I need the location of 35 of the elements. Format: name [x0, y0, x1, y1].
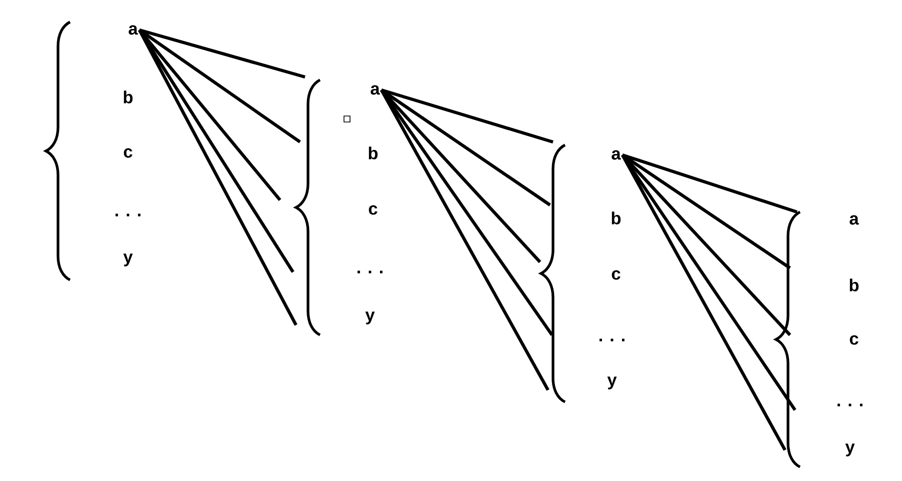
letter: a — [850, 215, 859, 225]
curly-brace — [44, 20, 71, 282]
line — [380, 88, 542, 264]
letter: c — [612, 270, 620, 280]
letter: a — [612, 150, 621, 160]
line — [380, 89, 550, 391]
line — [139, 28, 306, 79]
letter: b — [612, 212, 621, 224]
line — [380, 89, 554, 336]
line — [138, 28, 301, 144]
curly-brace — [540, 144, 566, 404]
line — [138, 29, 298, 326]
curly-brace — [774, 210, 801, 468]
line — [621, 154, 792, 336]
line — [380, 88, 551, 206]
letter: b — [368, 146, 378, 160]
letter: c — [850, 335, 858, 345]
line — [138, 28, 282, 202]
letter: a — [128, 25, 138, 35]
line — [622, 153, 798, 214]
line — [621, 154, 796, 411]
letter: c — [124, 148, 132, 158]
letter: c — [368, 205, 378, 215]
line — [622, 154, 791, 270]
letter: a — [370, 85, 380, 95]
line — [380, 88, 554, 144]
line — [621, 154, 786, 451]
letter: b — [124, 90, 133, 104]
line — [138, 29, 294, 273]
letter: y — [123, 254, 133, 266]
letter: b — [850, 278, 859, 292]
letter: y — [607, 376, 617, 390]
letter: y — [365, 312, 375, 324]
letter: y — [845, 444, 855, 456]
curly-brace — [294, 78, 321, 336]
